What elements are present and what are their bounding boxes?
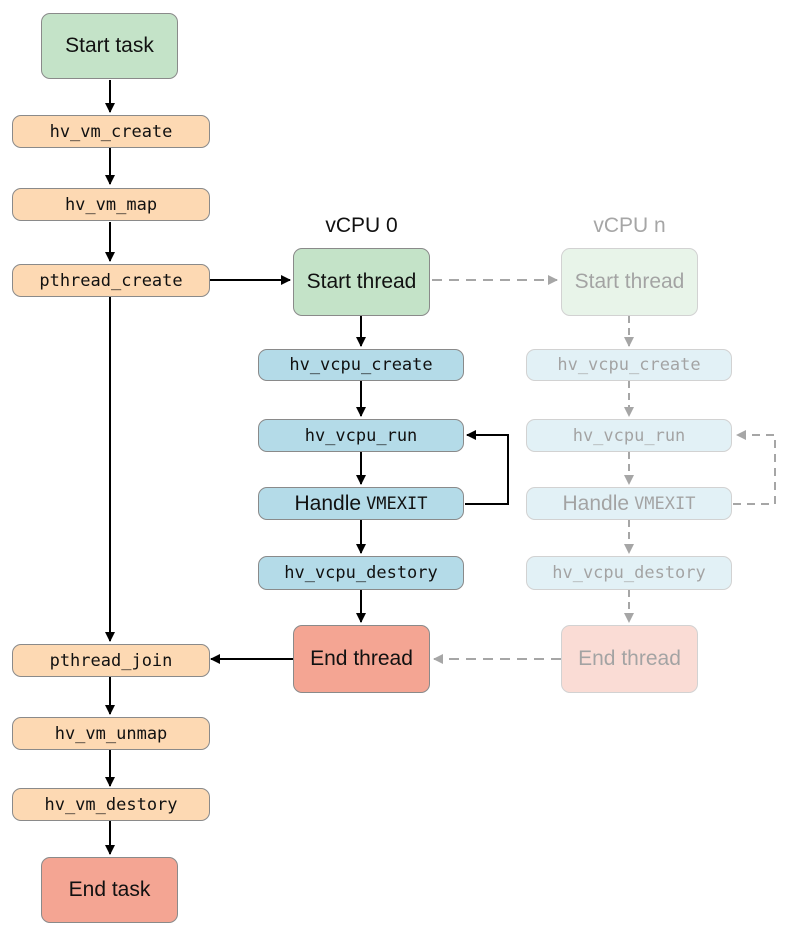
vcpu0-vcpu-run-label: hv_vcpu_run — [304, 425, 418, 446]
vcpun-end-thread-label: End thread — [578, 647, 681, 670]
vcpu0-start-thread-node: Start thread — [293, 248, 430, 316]
vm-destory-label: hv_vm_destory — [44, 794, 178, 815]
vcpun-end-thread-node: End thread — [561, 625, 698, 693]
vm-map-label: hv_vm_map — [64, 194, 158, 215]
vcpu0-vcpu-run-node: hv_vcpu_run — [258, 419, 464, 452]
vcpun-vcpu-destory-label: hv_vcpu_destory — [552, 563, 706, 583]
vcpu0-end-thread-node: End thread — [293, 625, 430, 693]
vm-destory-node: hv_vm_destory — [12, 788, 210, 821]
pthread-create-node: pthread_create — [12, 264, 210, 297]
edge-handle-vmexit-loop-to-vcpu-run — [465, 430, 509, 505]
vcpu0-start-thread-label: Start thread — [306, 270, 417, 293]
vcpun-start-thread-node: Start thread — [561, 248, 698, 316]
vm-unmap-node: hv_vm_unmap — [12, 717, 210, 750]
vcpun-vcpu-create-label: hv_vcpu_create — [557, 355, 701, 375]
pthread-join-label: pthread_join — [49, 650, 173, 671]
vcpun-start-thread-label: Start thread — [574, 270, 685, 293]
edge-n-handle-loop-to-run — [733, 430, 776, 505]
vm-unmap-label: hv_vm_unmap — [54, 723, 168, 744]
vcpun-handle-vmexit-node: Handle VMEXIT — [526, 487, 732, 520]
pthread-create-label: pthread_create — [39, 270, 183, 291]
vcpu0-vcpu-create-node: hv_vcpu_create — [258, 349, 464, 381]
vm-create-node: hv_vm_create — [12, 115, 210, 148]
vcpu0-column-label: vCPU 0 — [325, 214, 398, 237]
vm-create-label: hv_vm_create — [49, 121, 173, 142]
pthread-join-node: pthread_join — [12, 644, 210, 677]
start-task-label: Start task — [65, 34, 154, 57]
vcpu0-vcpu-destory-label: hv_vcpu_destory — [284, 563, 438, 583]
vcpu0-handle-vmexit-node: Handle VMEXIT — [258, 487, 464, 520]
vcpun-column-label: vCPU n — [593, 214, 666, 237]
vcpun-handle-code: VMEXIT — [634, 493, 696, 514]
start-task-node: Start task — [41, 13, 178, 79]
vcpu0-vcpu-create-label: hv_vcpu_create — [289, 355, 433, 375]
vm-map-node: hv_vm_map — [12, 188, 210, 221]
vcpun-vcpu-run-label: hv_vcpu_run — [572, 425, 686, 446]
end-task-node: End task — [41, 857, 178, 923]
vcpu0-vcpu-destory-node: hv_vcpu_destory — [258, 556, 464, 590]
vcpu0-handle-prefix: Handle — [294, 491, 362, 515]
vcpu0-handle-code: VMEXIT — [366, 493, 428, 514]
end-task-label: End task — [68, 878, 151, 901]
vcpun-vcpu-create-node: hv_vcpu_create — [526, 349, 732, 381]
vcpu0-end-thread-label: End thread — [310, 647, 413, 670]
vcpun-vcpu-destory-node: hv_vcpu_destory — [526, 556, 732, 590]
vcpun-vcpu-run-node: hv_vcpu_run — [526, 419, 732, 452]
vcpun-handle-prefix: Handle — [562, 491, 630, 515]
